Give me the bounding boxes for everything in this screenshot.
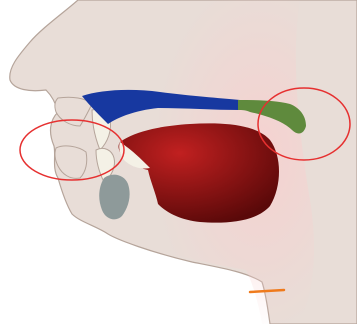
vocal-tract-diagram: [0, 0, 357, 324]
sagittal-head-illustration: [0, 0, 357, 324]
